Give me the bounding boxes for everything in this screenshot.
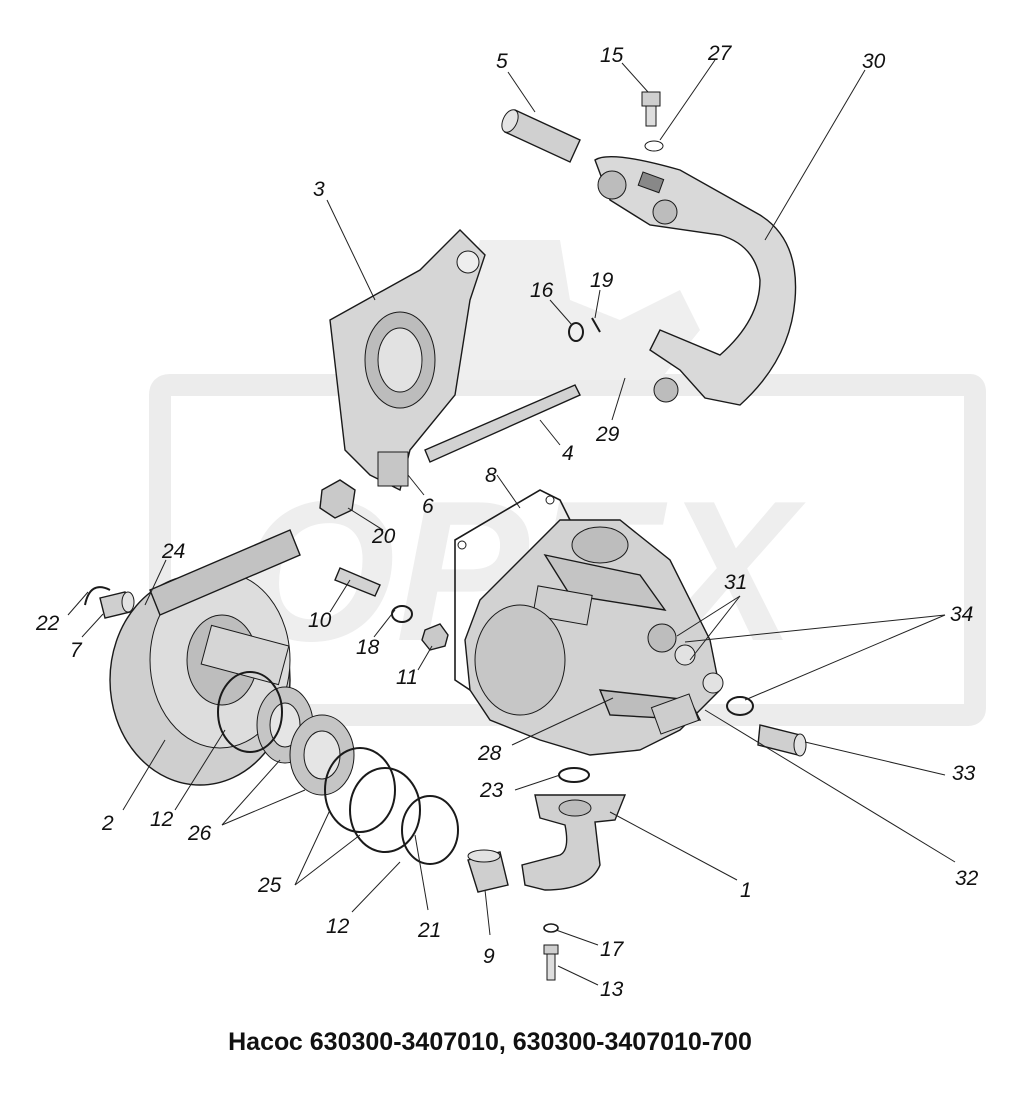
- part-34-ring: [726, 696, 754, 716]
- part-21-circlip: [401, 795, 459, 865]
- part-25-ring-b: [349, 767, 421, 853]
- part-7-bushing: [99, 591, 135, 619]
- callout-24: 24: [161, 540, 185, 563]
- part-15-bolt: [641, 91, 661, 127]
- callout-23: 23: [479, 779, 504, 802]
- part-5-pin: [501, 109, 581, 163]
- leader-lines: [67, 59, 956, 986]
- callout-13: 13: [600, 978, 624, 1001]
- callout-31: 31: [724, 571, 747, 594]
- callout-20: 20: [371, 525, 396, 548]
- callout-labels: 5 15 27 30 3 16 19 4 29 8 6 20 24 31 34 …: [35, 42, 979, 1001]
- callout-7: 7: [70, 639, 83, 662]
- part-16-ring: [568, 322, 584, 342]
- part-3-housing: [329, 229, 486, 492]
- callout-32: 32: [955, 867, 979, 890]
- part-33-fitting: [757, 724, 807, 757]
- part-10-pin: [334, 567, 381, 597]
- callout-10: 10: [308, 609, 332, 632]
- callout-26: 26: [187, 822, 212, 845]
- callout-17: 17: [600, 938, 625, 961]
- callout-11: 11: [396, 666, 418, 689]
- callout-34: 34: [950, 603, 973, 626]
- part-30-bracket: [594, 156, 797, 406]
- callout-19: 19: [590, 269, 614, 292]
- callout-25: 25: [257, 874, 282, 897]
- callout-9: 9: [483, 945, 495, 968]
- callout-4: 4: [562, 442, 574, 465]
- part-2-pulley: [109, 529, 301, 786]
- callout-21: 21: [417, 919, 441, 942]
- callout-29: 29: [595, 423, 620, 446]
- callout-15: 15: [600, 44, 624, 67]
- part-11-nut: [421, 623, 449, 651]
- callout-5: 5: [496, 50, 508, 73]
- part-1-elbow: [521, 794, 627, 891]
- part-4-shaft: [424, 384, 581, 463]
- callout-30: 30: [862, 50, 886, 73]
- part-27-washer: [644, 140, 664, 152]
- part-12-ring-upper: [217, 671, 283, 753]
- part-25-ring-a: [324, 747, 396, 833]
- callout-12-lower: 12: [326, 915, 350, 938]
- callout-16: 16: [530, 279, 554, 302]
- callout-8: 8: [485, 464, 497, 487]
- part-pump-body: [464, 519, 724, 756]
- callout-27: 27: [707, 42, 733, 65]
- callout-18: 18: [356, 636, 380, 659]
- callout-2: 2: [101, 812, 114, 835]
- callout-6: 6: [422, 495, 434, 518]
- part-13-bolt: [543, 944, 559, 981]
- callout-3: 3: [313, 178, 325, 201]
- part-9-sleeve: [467, 849, 509, 893]
- part-19-pin: [591, 317, 601, 333]
- callout-22: 22: [35, 612, 60, 635]
- callout-1: 1: [740, 879, 752, 902]
- part-22-retaining-ring: [84, 586, 111, 606]
- callout-12-upper: 12: [150, 808, 174, 831]
- diagram-caption: Насос 630300-3407010, 630300-3407010-700: [228, 1028, 752, 1056]
- part-23-ring: [558, 767, 590, 783]
- part-17-washer: [543, 923, 559, 933]
- callout-28: 28: [477, 742, 502, 765]
- callout-33: 33: [952, 762, 976, 785]
